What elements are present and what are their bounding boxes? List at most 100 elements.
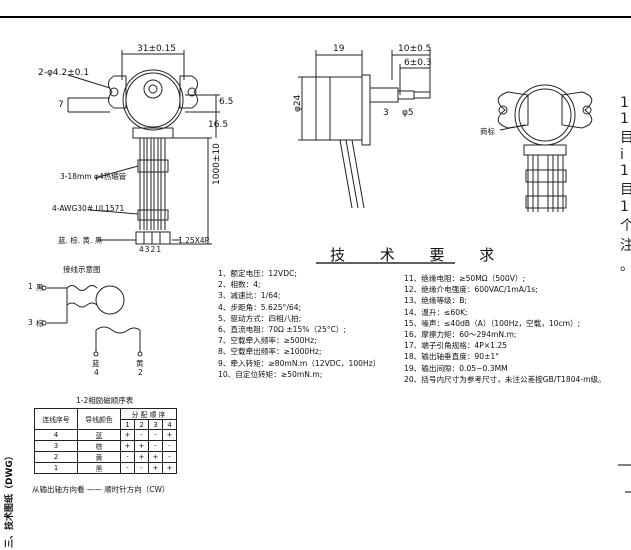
table-cell: - [162,440,177,452]
right-char: 个 [620,218,631,234]
table-cell: + [120,440,135,452]
table-step: 3 [148,419,163,430]
side-dim-10: 10±0.5 [398,44,432,54]
table-cell: + [120,429,135,441]
hole-dimension: 2-φ4.2±0.1 [38,68,90,78]
table-cell: - [134,462,149,474]
right-char: 1 [620,163,629,179]
spec-line: 20、括号内尺寸为参考尺寸，未注公差按GB/T1804-m级。 [404,374,606,384]
spec-line: 12、绝缘介电强度：600VAC/1mA/1s; [404,285,538,295]
table-cell: - [162,451,177,463]
spec-line: 1、额定电压：12VDC; [218,269,297,278]
table-header-color: 导线颜色 [77,408,121,430]
sequence-table: 连线序号 导线颜色 分 配 顺 序 1 2 3 4 4 蓝 + - - + 3 … [34,408,177,474]
spec-line: 6、直流电阻：70Ω ±15%（25°C）; [218,325,347,335]
right-edge-text: 1 1 目 i 1 目 1 个 注 。 [620,95,631,275]
section-sidebar-label: 三、技术图纸（DWG） [5,451,15,548]
schematic-color-3: 棕 [36,319,44,328]
spec-line: 4、步距角：5.625°/64; [218,302,302,312]
table-cell: 1 [34,462,78,474]
trademark-label: 商标 [480,127,495,136]
table-cell: 棕 [77,440,121,452]
table-cell: 3 [34,440,78,452]
table-row: 4 蓝 + - - + [34,429,177,441]
sleeve-label: 3-18mm φ4热缩管 [60,172,127,181]
schematic-pin-1: 1 [28,282,33,291]
rotation-direction: 从输出轴方向看 —— 顺时针方向（CW） [32,485,170,494]
pin-numbers: 4321 [139,245,163,254]
table-cell: + [148,462,163,474]
side-dim-24: φ24 [293,94,303,112]
specs-right-column: 11、绝缘电阻：≥50MΩ（500V）; 12、绝缘介电强度：600VAC/1m… [404,273,606,385]
spec-line: 16、摩擦力矩：60～294mN.m; [404,330,517,340]
table-cell: - [148,440,163,452]
table-step: 4 [162,419,177,430]
table-cell: + [134,451,149,463]
table-cell: - [120,451,135,463]
table-row: 1 黑 - - + + [34,462,177,474]
side-dim-6: 6±0.3 [404,58,432,68]
specs-title: 技 术 要 求 [330,246,510,264]
table-cell: 2 [34,451,78,463]
table-header-order: 分 配 顺 序 [120,408,177,420]
spec-line: 17、端子引角规格：4P×1.25 [404,341,508,351]
right-char: 目 [620,130,631,146]
spec-line: 11、绝缘电阻：≥50MΩ（500V）; [404,274,526,283]
wire-label: 4-AWG30# UL1571 [52,204,125,213]
table-row: 2 黄 - + + - [34,451,177,463]
spec-line: 13、绝缘等级：B; [404,296,467,306]
table-step: 1 [120,419,135,430]
specs-left-column: 1、额定电压：12VDC; 2、相数：4; 3、减速比：1/64; 4、步距角：… [218,268,380,380]
right-char: 。 [620,255,631,275]
schematic-yellow-label: 黄 [136,359,144,368]
right-char: 目 [620,182,631,198]
table-cell: - [148,429,163,441]
spec-line: 10、自定位转矩：≥50mN.m; [218,369,323,379]
schematic-pin-4: 4 [94,368,99,377]
side-view-motor [298,50,431,209]
right-char: i [620,147,624,163]
schematic-color-1: 黑 [36,283,44,292]
schematic-pin-2: 2 [138,368,143,377]
table-step: 2 [134,419,149,430]
sequence-table-title: 1-2相励磁顺序表 [76,396,134,405]
table-cell: 蓝 [77,429,121,441]
table-row: 3 棕 + + - - [34,440,177,452]
right-char: 1 [620,199,629,215]
table-cell: 黄 [77,451,121,463]
dim-6-5: 6.5 [219,97,234,107]
spec-line: 2、相数：4; [218,280,261,290]
table-cell: + [134,440,149,452]
top-view-motor [67,50,220,245]
spec-line: 19、输出间隙：0.05~0.3MM [404,363,508,373]
schematic-title: 接线示意图 [63,265,101,274]
front-view-motor [497,84,593,212]
connector-label: 1.25X4P [178,236,210,245]
side-dim-5: φ5 [402,108,414,118]
side-dim-3: 3 [383,108,389,118]
table-cell: 4 [34,429,78,441]
table-header-seq: 连线序号 [34,408,78,430]
table-cell: - [134,429,149,441]
width-dimension: 31±0.15 [137,44,177,54]
wire-colors-label: 蓝. 棕. 黄. 黑 [58,236,103,245]
spec-line: 8、空载牵出频率：≥1000Hz; [218,347,322,357]
length-dimension: 1000±10 [212,143,222,185]
schematic-blue-label: 蓝 [92,359,100,368]
schematic-pin-3: 3 [28,318,33,327]
wiring-schematic [41,285,143,357]
dim-7: 7 [58,100,64,110]
spec-line: 3、减速比：1/64; [218,291,281,301]
spec-line: 14、温升：≤60K; [404,307,468,317]
spec-line: 9、牵入转矩：≥80mN.m（12VDC，100Hz） [218,358,381,368]
spec-line: 18、输出轴垂直度：90±1° [404,352,500,362]
right-char: 1 [620,111,629,127]
table-cell: + [162,462,177,474]
table-cell: + [162,429,177,441]
right-char: 注 [620,238,631,254]
dim-16-5: 16.5 [208,120,229,130]
spec-line: 7、空载牵入频率：≥500Hz; [218,336,317,346]
table-cell: - [120,462,135,474]
right-char: 1 [620,95,629,111]
